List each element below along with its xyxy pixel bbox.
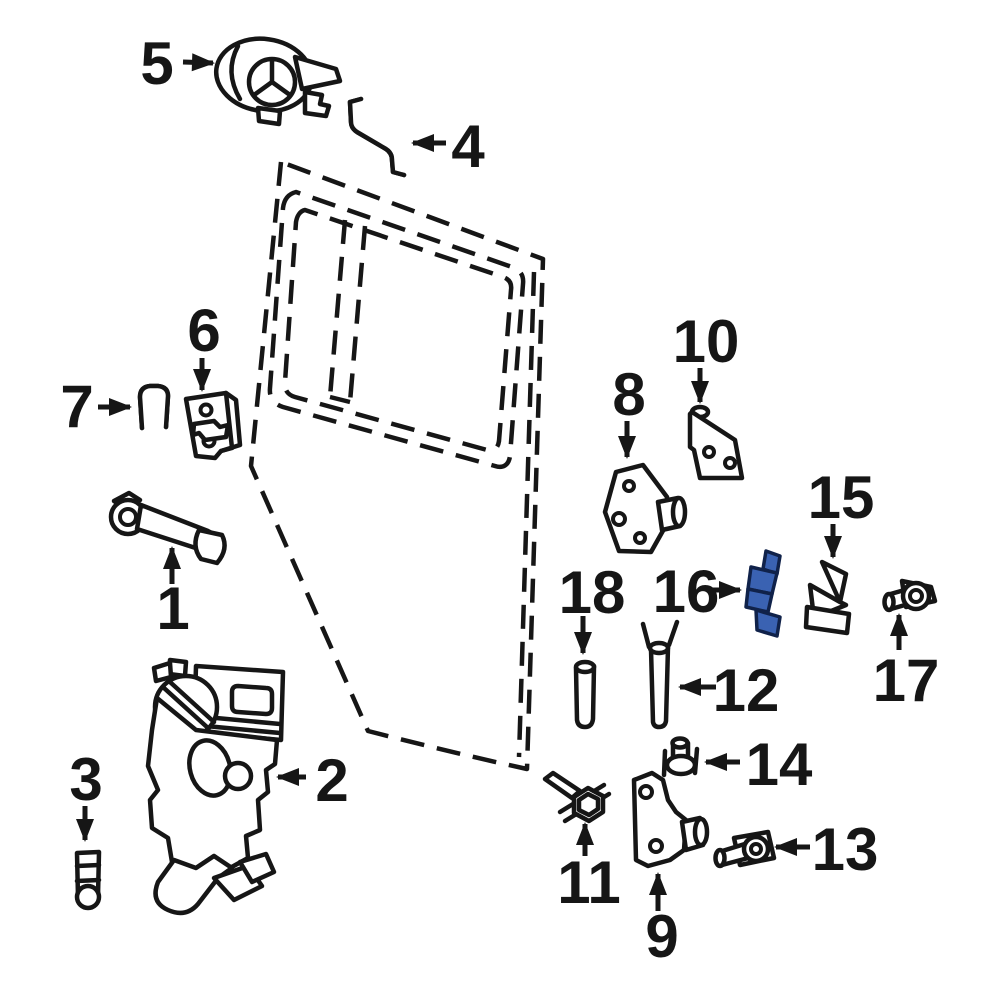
door-panel-outline-icon — [248, 159, 546, 772]
mounting-bracket-icon — [183, 390, 243, 461]
callout-1-label: 1 — [156, 575, 189, 642]
callout-12-label: 12 — [713, 657, 780, 724]
callout-11: 11 — [557, 822, 621, 916]
callout-7: 7 — [60, 373, 132, 440]
callout-6: 6 — [187, 297, 221, 392]
outside-door-handle-icon — [108, 490, 227, 566]
door-latch-assembly-icon — [145, 657, 286, 916]
callout-12: 12 — [678, 657, 780, 724]
callout-16: 16 — [653, 558, 742, 625]
lower-hinge-bracket-icon — [631, 770, 710, 869]
callout-8-label: 8 — [612, 361, 645, 428]
lock-cylinder-pin-icon — [74, 849, 102, 911]
callout-4: 4 — [411, 113, 485, 180]
callout-16-label: 16 — [653, 558, 720, 625]
callout-17-label: 17 — [873, 647, 940, 714]
hex-flange-bolt-icon — [542, 770, 612, 824]
pin-with-washer-icon — [713, 829, 777, 869]
check-bracket-icon — [803, 559, 852, 636]
upper-hinge-plate-icon — [602, 462, 688, 555]
callout-3-label: 3 — [69, 746, 102, 813]
callout-11-label: 11 — [557, 849, 620, 916]
washer-pin-icon — [882, 578, 938, 613]
callout-13: 13 — [774, 816, 879, 883]
callout-8: 8 — [612, 361, 646, 459]
striker-shim-selected-icon — [744, 549, 782, 638]
hinge-pin-icon — [640, 619, 680, 730]
lock-rod-icon — [347, 96, 407, 178]
callout-17: 17 — [873, 613, 940, 714]
callout-5-label: 5 — [140, 30, 173, 97]
callout-13-label: 13 — [812, 816, 879, 883]
callout-14: 14 — [704, 731, 813, 798]
callout-9-label: 9 — [645, 903, 678, 970]
callout-14-label: 14 — [746, 731, 813, 798]
dowel-pin-icon — [573, 659, 597, 730]
callout-9: 9 — [645, 872, 679, 970]
rod-clip-icon — [137, 383, 171, 431]
callout-18-label: 18 — [559, 559, 626, 626]
callout-15-label: 15 — [808, 464, 875, 531]
callout-5-arrow — [182, 53, 215, 72]
callout-15: 15 — [808, 464, 875, 559]
callout-10-label: 10 — [673, 308, 740, 375]
callout-4-label: 4 — [451, 113, 485, 180]
callout-10: 10 — [673, 308, 740, 404]
door-hinge-plate-icon — [687, 404, 745, 481]
bushing-grommet-icon — [661, 736, 700, 778]
callout-6-label: 6 — [187, 297, 220, 364]
callout-2-label: 2 — [315, 747, 348, 814]
callout-7-label: 7 — [60, 373, 93, 440]
callout-1: 1 — [156, 546, 190, 642]
callout-3: 3 — [69, 746, 103, 842]
inside-door-handle-icon — [213, 36, 343, 127]
callout-2: 2 — [276, 747, 349, 814]
callout-18: 18 — [559, 559, 626, 655]
callout-5: 5 — [140, 30, 215, 97]
